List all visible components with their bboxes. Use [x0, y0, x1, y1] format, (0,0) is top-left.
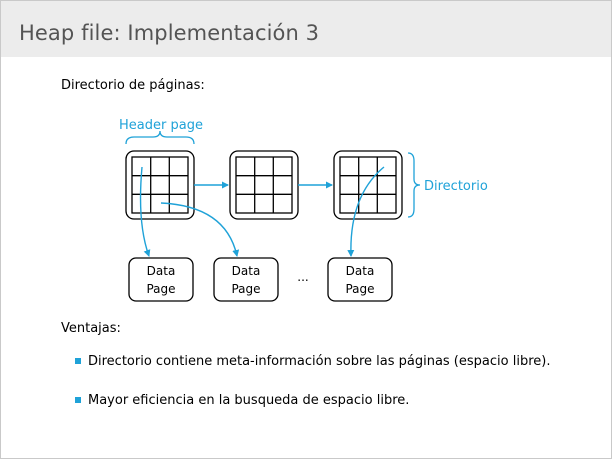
bullet-item-2: Mayor eficiencia en la busqueda de espac… — [75, 393, 409, 408]
directory-page-2 — [229, 150, 299, 220]
data-page-2: Data Page — [213, 257, 279, 302]
arrow-entry-to-data-page-3 — [347, 166, 385, 257]
bullet-square-icon — [75, 396, 81, 403]
section-subtitle: Directorio de páginas: — [61, 78, 205, 93]
ventajas-heading: Ventajas: — [61, 321, 121, 336]
data-page-1-line2: Page — [146, 282, 175, 296]
arrow-entry-to-data-page-2 — [160, 202, 240, 257]
data-page-2-line2: Page — [231, 282, 260, 296]
arrow-entry-to-data-page-1 — [139, 166, 151, 257]
data-page-3-line2: Page — [345, 282, 374, 296]
bullet-square-icon — [75, 357, 81, 364]
data-page-1: Data Page — [128, 257, 194, 302]
data-page-1-line1: Data — [147, 264, 176, 278]
ellipsis: ... — [297, 270, 308, 284]
bullet-text-2: Mayor eficiencia en la busqueda de espac… — [88, 393, 410, 408]
header-brace — [125, 130, 195, 145]
directorio-brace — [407, 152, 421, 218]
directory-page-1 — [125, 150, 195, 220]
directorio-label: Directorio — [424, 179, 488, 194]
bullet-text-1: Directorio contiene meta-información sob… — [88, 354, 551, 369]
data-page-2-line1: Data — [232, 264, 261, 278]
title-bar: Heap file: Implementación 3 — [1, 1, 611, 57]
data-page-3-line1: Data — [346, 264, 375, 278]
bullet-item-1: Directorio contiene meta-información sob… — [75, 354, 550, 369]
data-page-3: Data Page — [327, 257, 393, 302]
header-page-label: Header page — [119, 118, 203, 133]
slide-title: Heap file: Implementación 3 — [19, 21, 320, 45]
